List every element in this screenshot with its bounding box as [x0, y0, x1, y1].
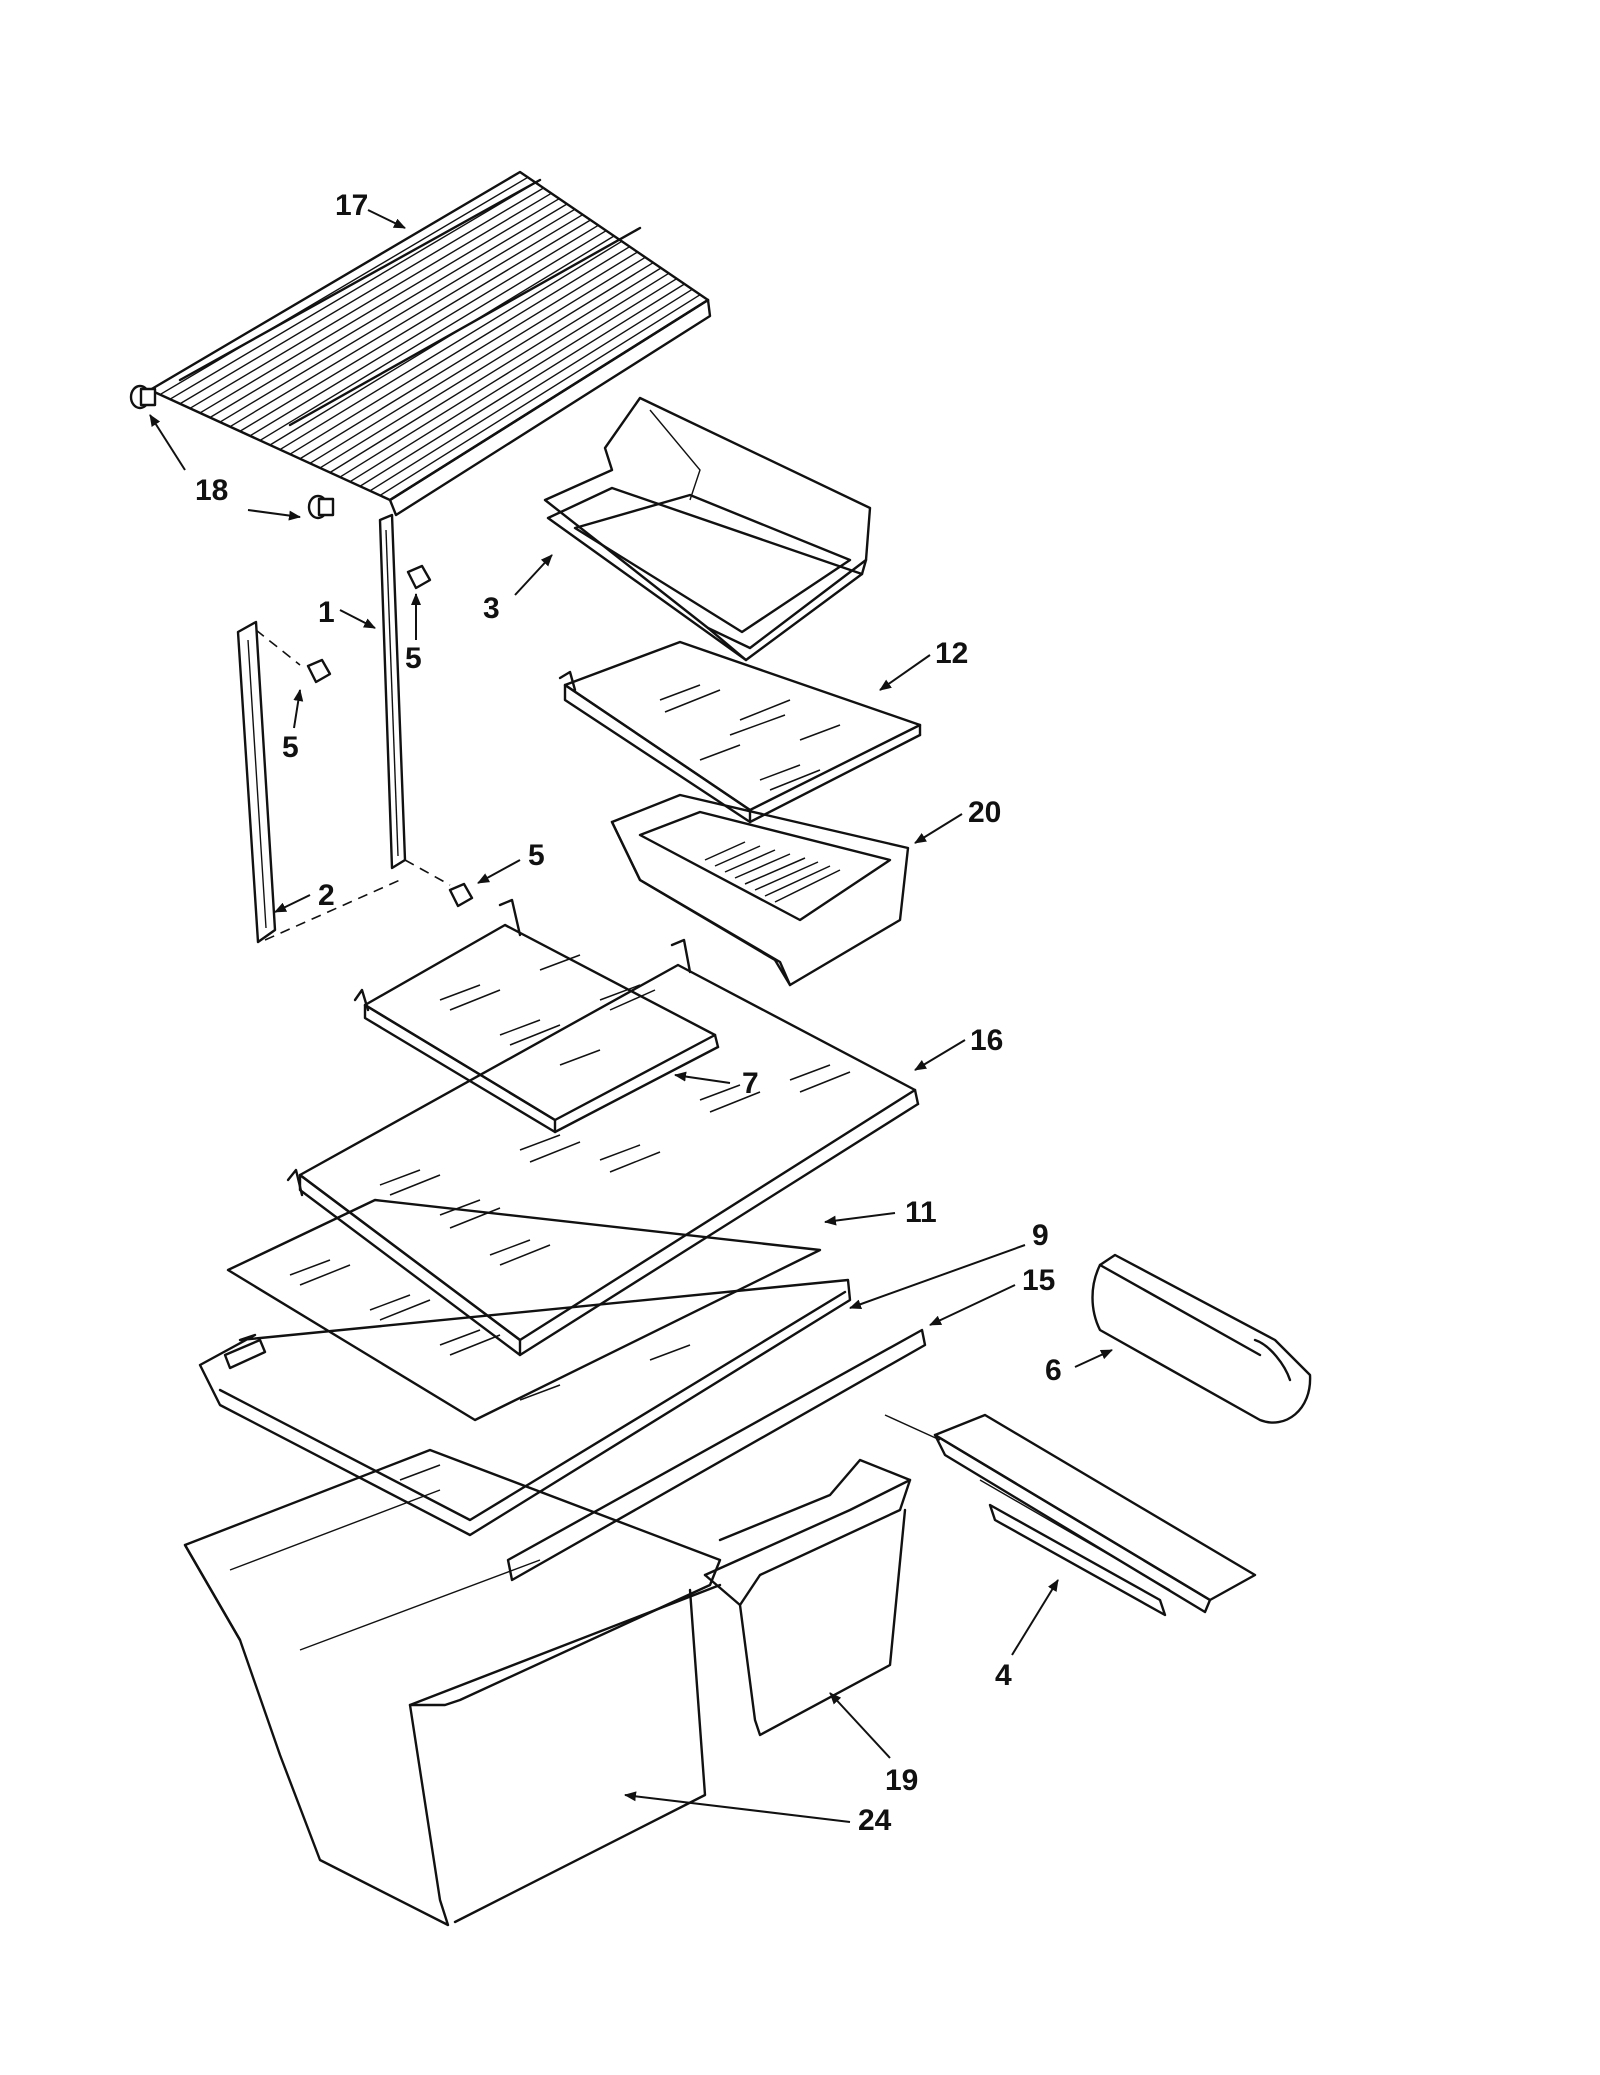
shelf-wire: [319, 262, 654, 469]
shelf-wire: [179, 187, 544, 405]
callout-15: 15: [1022, 1264, 1055, 1297]
shelf-wire: [279, 240, 623, 451]
shelf-wire: [169, 182, 537, 400]
shelf-wire: [219, 208, 576, 423]
shelf-rail-part-2: [236, 620, 451, 944]
shelf-wire: [349, 278, 678, 483]
callout-5: 5: [282, 731, 299, 764]
callout-labels: 17 18 1 5 5 5 2 3 12 20 16 7 11 9 15 6 4…: [195, 189, 1062, 1837]
leader-arrows: [149, 209, 1113, 1823]
callout-6: 6: [1045, 1354, 1062, 1387]
front-trim-part-15: [506, 1328, 927, 1582]
callout-9: 9: [1032, 1219, 1049, 1252]
shelf-wire: [379, 294, 701, 497]
callout-19: 19: [885, 1764, 918, 1797]
callout-5: 5: [405, 642, 422, 675]
shelf-wire: [239, 219, 591, 432]
shelf-rail-part-1: [378, 513, 407, 870]
callout-20: 20: [968, 796, 1001, 829]
callout-7: 7: [742, 1067, 759, 1100]
glass-panel-part-11: [226, 1198, 822, 1422]
shelf-wire: [329, 267, 662, 474]
storage-bin-part-3: [543, 396, 872, 662]
crisper-cover-part-9: [198, 1278, 852, 1537]
shelf-wire: [299, 251, 638, 460]
glass-shelf-part-12: [558, 640, 922, 824]
shelf-wire: [289, 246, 631, 455]
glass-shelf-part-7: [353, 898, 720, 1134]
screw-part-5: [306, 564, 474, 908]
wire-shelf-part-17: [148, 170, 712, 517]
shelf-wire: [249, 224, 599, 437]
callout-24: 24: [858, 1804, 892, 1837]
cover-part-6: [1091, 1253, 1312, 1424]
callout-18: 18: [195, 474, 228, 507]
shelf-wire: [209, 203, 568, 419]
meat-drawer-part-20: [610, 793, 910, 987]
shelf-wire: [189, 192, 552, 409]
crisper-drawer-part-19: [703, 1458, 912, 1737]
crisper-drawer-part-24: [183, 1448, 722, 1927]
callout-4: 4: [995, 1659, 1012, 1692]
callout-2: 2: [318, 879, 335, 912]
shelf-wire: [309, 256, 646, 464]
callout-16: 16: [970, 1024, 1003, 1057]
callout-1: 1: [318, 596, 335, 629]
end-cap-part-18: [129, 384, 335, 520]
callout-5: 5: [528, 839, 545, 872]
shelf-wire: [199, 198, 560, 414]
callout-17: 17: [335, 189, 368, 222]
callout-3: 3: [483, 592, 500, 625]
callout-12: 12: [935, 637, 968, 670]
shelf-wire: [369, 288, 693, 492]
glass-shelf-part-16: [286, 938, 920, 1357]
shelf-wire: [359, 283, 685, 487]
shelf-wire: [259, 230, 607, 442]
slide-rail-part-4: [884, 1413, 1257, 1617]
shelf-wire: [339, 272, 670, 478]
shelf-wire: [229, 214, 584, 428]
callout-11: 11: [905, 1196, 937, 1229]
